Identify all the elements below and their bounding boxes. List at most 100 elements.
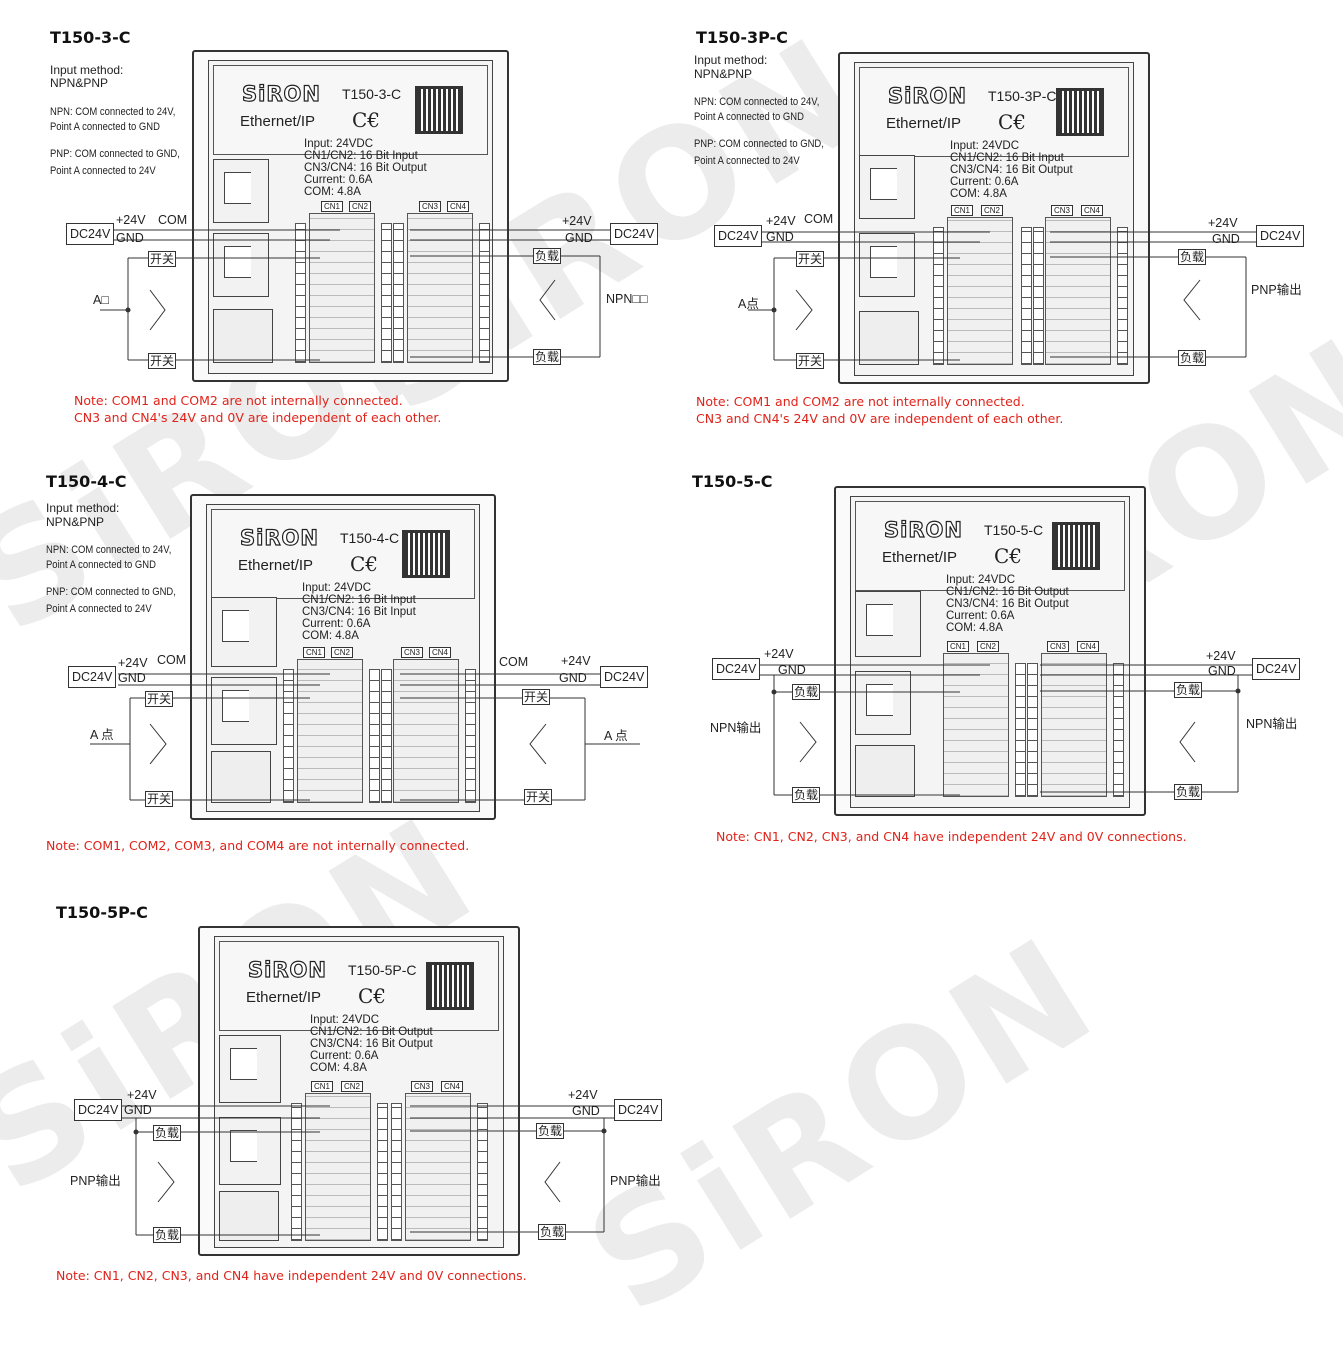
cn3-label: CN3 xyxy=(1047,641,1070,652)
cn4-label: CN4 xyxy=(447,201,470,212)
pnp-desc: PNP: COM connected to GND, xyxy=(50,148,180,160)
wiring-diagram xyxy=(760,664,1252,796)
plus24v-label: +24V xyxy=(561,654,591,668)
model-name: T150-4-C xyxy=(340,530,400,546)
device-t150-3p-c: SiRON T150-3P-C Ethernet/IP C€ Input: 24… xyxy=(838,52,1150,384)
qr-code-icon xyxy=(1052,522,1100,570)
cn3-label: CN3 xyxy=(411,1081,434,1092)
com-label: COM xyxy=(499,655,529,669)
device-label: SiRON T150-3-C Ethernet/IP C€ Input: 24V… xyxy=(213,65,488,198)
dc24v-box: DC24V xyxy=(1252,658,1301,680)
output-type-label: PNP输出 xyxy=(610,1174,661,1188)
terminal-block-cn3-cn4 xyxy=(393,659,459,803)
siron-logo: SiRON xyxy=(241,81,321,106)
terminal-block-cn1-cn2 xyxy=(309,213,375,363)
device-label: SiRON T150-3P-C Ethernet/IP C€ Input: 24… xyxy=(859,67,1129,200)
input-method-label: Input method: xyxy=(50,63,124,77)
terminal-column xyxy=(377,1103,388,1241)
wiring-diagram xyxy=(90,673,640,801)
rj45-port-icon xyxy=(211,597,277,667)
panel-title: T150-4-C xyxy=(46,472,127,491)
terminal-column xyxy=(1117,227,1128,365)
cn1-label: CN1 xyxy=(303,647,326,658)
output-type-label: PNP输出 xyxy=(70,1174,121,1188)
cn4-label: CN4 xyxy=(429,647,452,658)
spec-text: Input: 24VDC CN1/CN2: 16 Bit Input CN3/C… xyxy=(304,138,427,198)
terminal-column xyxy=(295,223,306,363)
power-terminal xyxy=(855,745,915,797)
note-text: Note: COM1, COM2, COM3, and COM4 are not… xyxy=(46,838,470,853)
rj45-port-icon xyxy=(213,233,269,297)
dc24v-box: DC24V xyxy=(1256,225,1305,247)
cn1-label: CN1 xyxy=(321,201,344,212)
device-label: SiRON T150-4-C Ethernet/IP C€ Input: 24V… xyxy=(211,509,475,642)
npn-desc: NPN: COM connected to 24V, xyxy=(50,106,176,118)
device-t150-5p-c: SiRON T150-5P-C Ethernet/IP C€ Input: 24… xyxy=(198,926,520,1256)
output-type-label: NPN□□ xyxy=(606,292,648,306)
pnp-desc: Point A connected to 24V xyxy=(694,155,800,167)
dc24v-box: DC24V xyxy=(712,658,761,680)
load-box: 负载 xyxy=(533,248,562,264)
output-type-label: NPN输出 xyxy=(710,721,762,735)
model-name: T150-5P-C xyxy=(348,962,417,978)
load-box: 负载 xyxy=(153,1227,182,1243)
dc24v-box: DC24V xyxy=(68,666,117,688)
load-box: 负载 xyxy=(153,1125,182,1141)
cn2-label: CN2 xyxy=(977,641,1000,652)
gnd-label: GND xyxy=(778,663,806,677)
point-a-label: A□ xyxy=(93,293,109,307)
switch-box: 开关 xyxy=(522,689,551,705)
plus24v-label: +24V xyxy=(127,1088,157,1102)
panel-t150-5-c: T150-5-C SiRON T150-5-C Ethernet/IP C€ I… xyxy=(690,460,1343,870)
terminal-column xyxy=(1027,663,1038,797)
dc24v-box: DC24V xyxy=(600,666,649,688)
input-method-value: NPN&PNP xyxy=(46,515,105,529)
siron-logo: SiRON xyxy=(239,525,319,550)
terminal-block-cn1-cn2 xyxy=(297,659,363,803)
load-box: 负载 xyxy=(792,684,821,700)
gnd-label: GND xyxy=(559,671,587,685)
npn-desc: Point A connected to GND xyxy=(46,559,156,571)
load-box: 负载 xyxy=(538,1224,567,1240)
device-t150-5-c: SiRON T150-5-C Ethernet/IP C€ Input: 24V… xyxy=(834,486,1146,816)
plus24v-label: +24V xyxy=(116,213,146,227)
terminal-column xyxy=(1033,227,1044,365)
terminal-column xyxy=(1015,663,1026,797)
terminal-column xyxy=(933,227,944,365)
ethernet-ip-label: Ethernet/IP xyxy=(238,557,314,574)
siron-logo: SiRON xyxy=(247,957,327,982)
point-a-label: A点 xyxy=(738,297,759,311)
ethernet-ip-label: Ethernet/IP xyxy=(246,989,322,1006)
rj45-port-icon xyxy=(219,1035,281,1103)
gnd-label: GND xyxy=(572,1104,600,1118)
input-method-value: NPN&PNP xyxy=(694,67,753,81)
gnd-label: GND xyxy=(1212,232,1240,246)
dc24v-box: DC24V xyxy=(714,225,763,247)
device-t150-4-c: SiRON T150-4-C Ethernet/IP C€ Input: 24V… xyxy=(190,494,496,820)
switch-box: 开关 xyxy=(145,791,174,807)
dc24v-box: DC24V xyxy=(610,223,659,245)
cn3-label: CN3 xyxy=(401,647,424,658)
rj45-port-icon xyxy=(219,1117,281,1185)
panel-t150-5p-c: T150-5P-C SiRON T150-5P-C Ethernet/IP C€… xyxy=(0,890,680,1320)
plus24v-label: +24V xyxy=(1206,649,1236,663)
power-terminal xyxy=(211,751,271,803)
rj45-port-icon xyxy=(855,671,911,735)
cn4-label: CN4 xyxy=(1081,205,1104,216)
device-t150-3-c: SiRON T150-3-C Ethernet/IP C€ Input: 24V… xyxy=(192,50,509,382)
switch-box: 开关 xyxy=(148,353,177,369)
rj45-port-icon xyxy=(211,677,277,745)
terminal-column xyxy=(477,1103,488,1241)
plus24v-label: +24V xyxy=(562,214,592,228)
qr-code-icon xyxy=(1056,88,1104,136)
pnp-desc: PNP: COM connected to GND, xyxy=(46,586,176,598)
spec-text: Input: 24VDC CN1/CN2: 16 Bit Input CN3/C… xyxy=(302,582,416,642)
spec-text: Input: 24VDC CN1/CN2: 16 Bit Output CN3/… xyxy=(946,574,1069,634)
ce-mark-icon: C€ xyxy=(350,552,379,576)
load-box: 负载 xyxy=(1178,249,1207,265)
switch-box: 开关 xyxy=(796,353,825,369)
npn-desc: Point A connected to GND xyxy=(694,111,804,123)
input-method-label: Input method: xyxy=(46,501,120,515)
plus24v-label: +24V xyxy=(118,656,148,670)
switch-box: 开关 xyxy=(148,251,177,267)
